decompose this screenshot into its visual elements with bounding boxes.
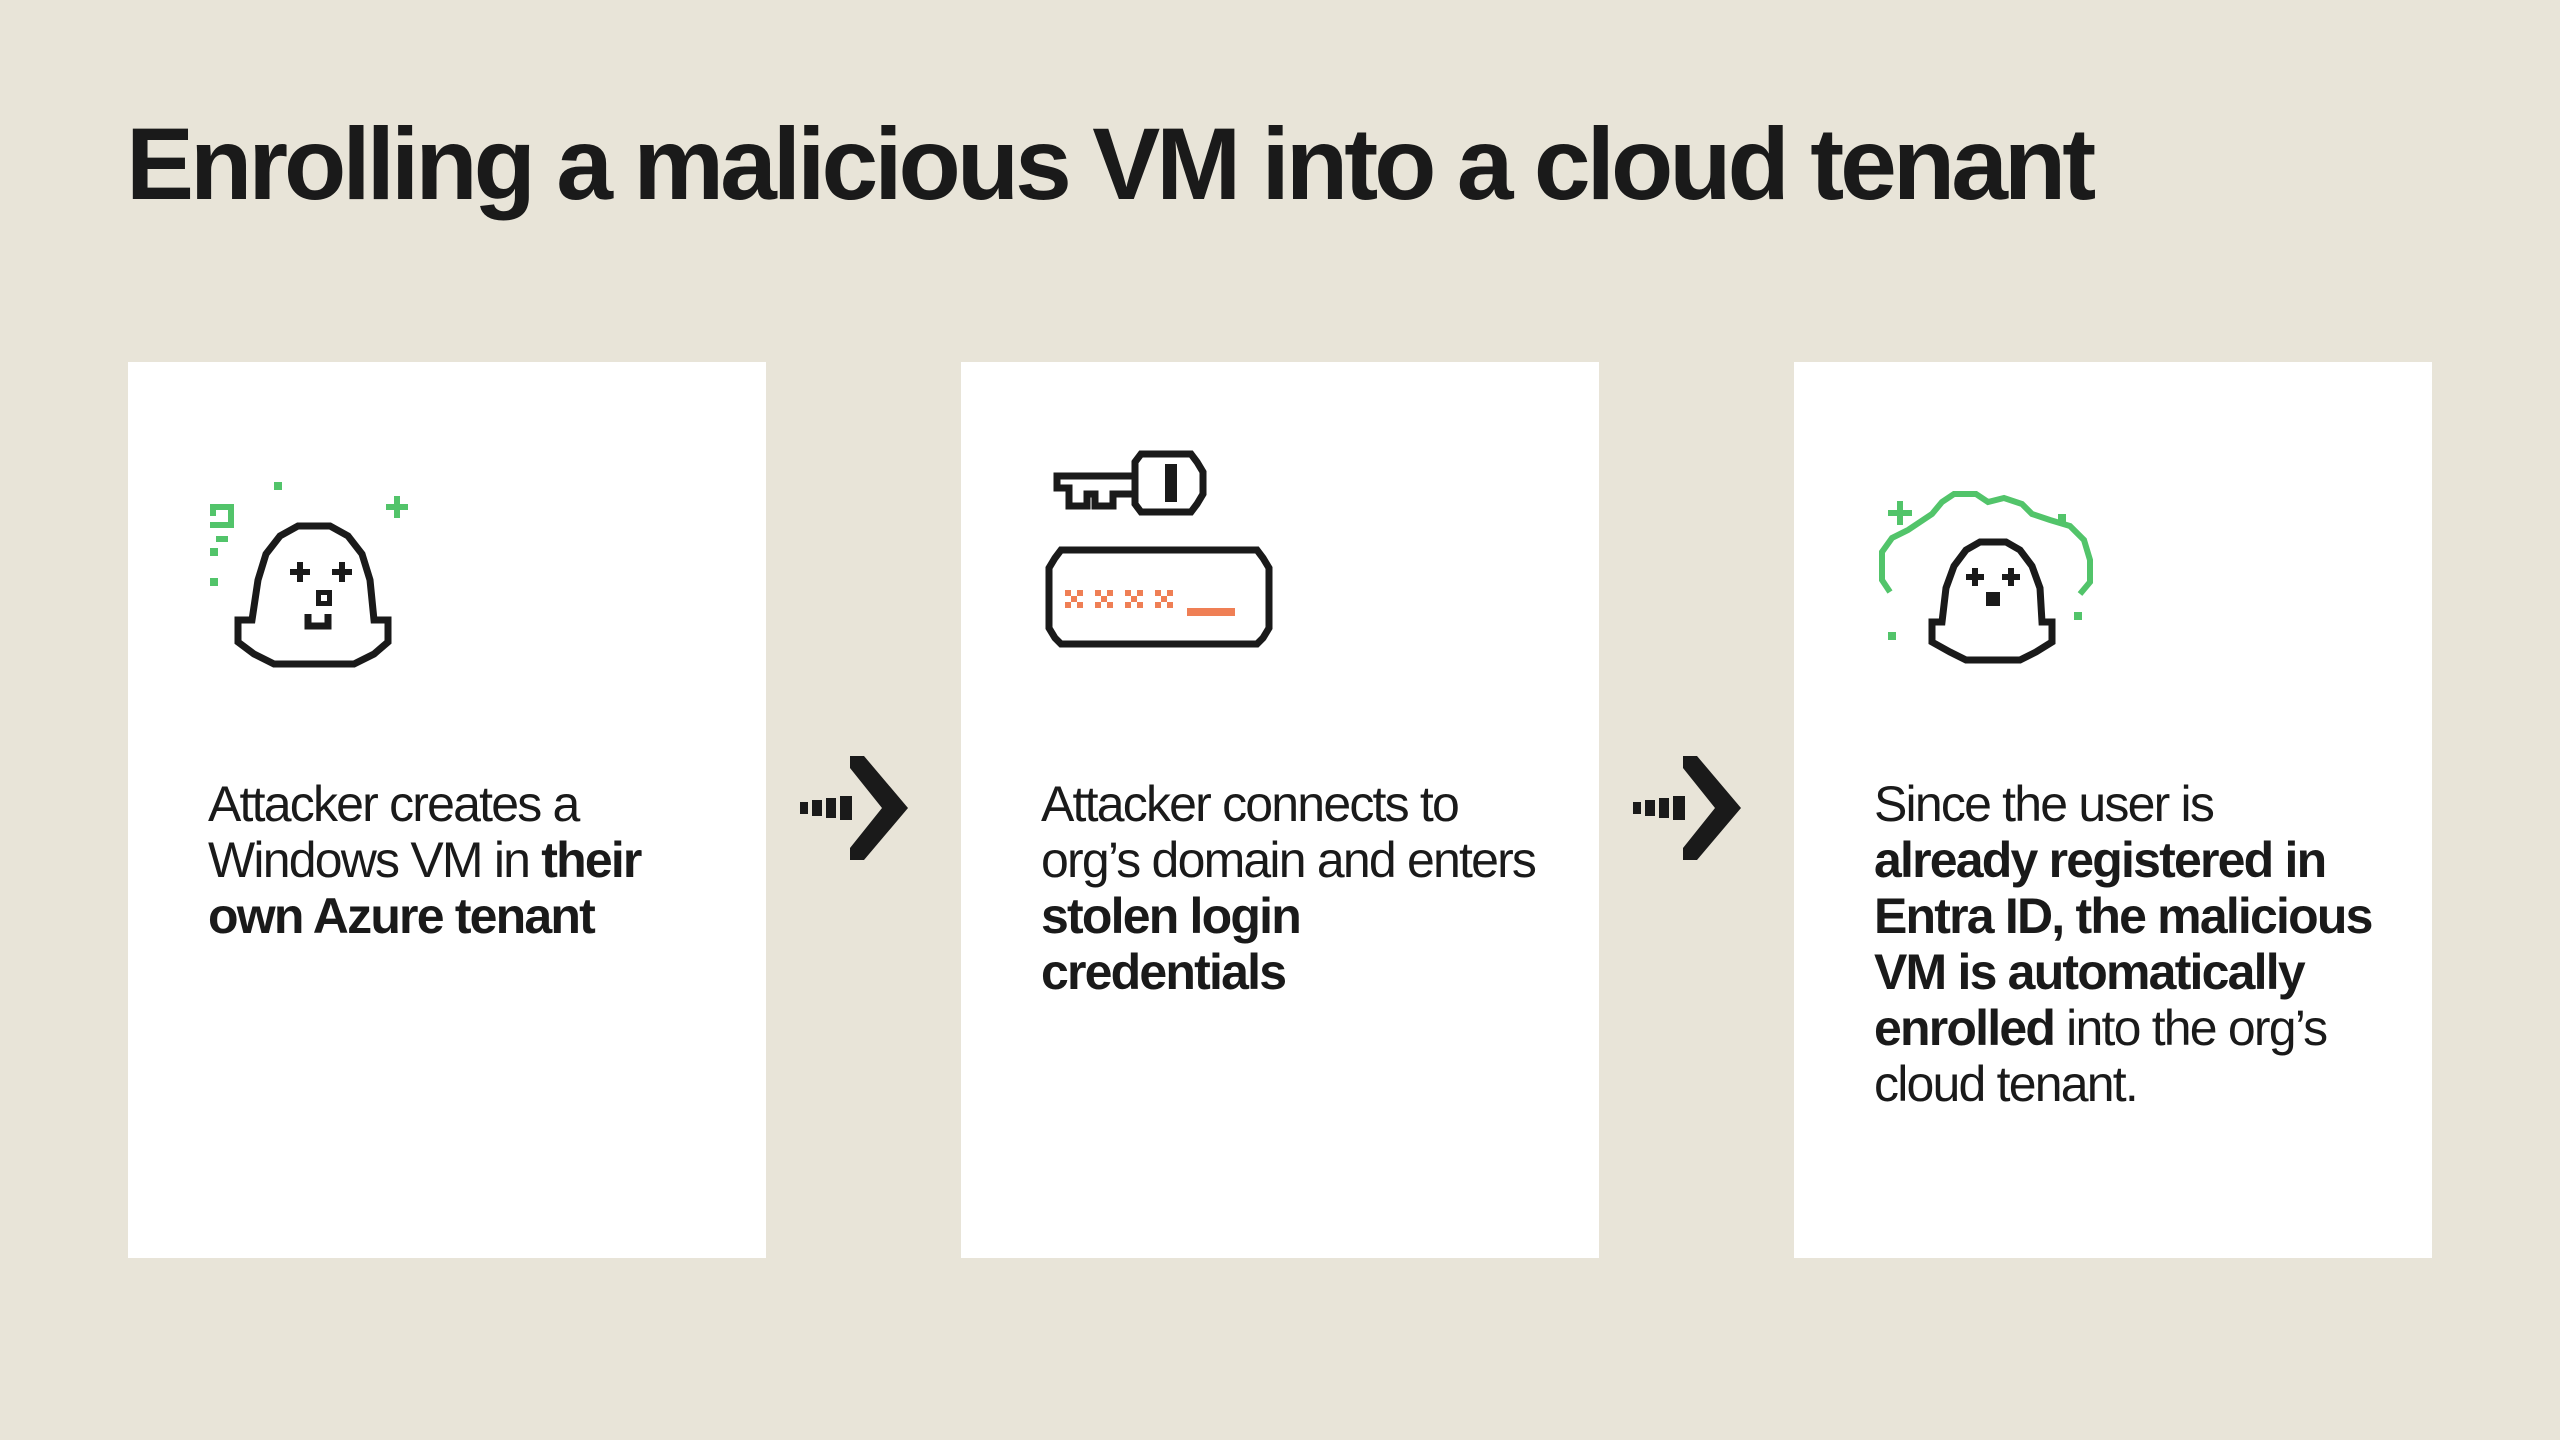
step-text: Since the user is already registered in …	[1874, 776, 2374, 1112]
arrow-right-icon	[1633, 756, 1741, 860]
ghost-in-cloud-icon	[1874, 442, 2114, 682]
step-text: Attacker creates a Windows VM in their o…	[208, 776, 708, 944]
step-card-2: Attacker connects to org’s domain and en…	[961, 362, 1599, 1258]
page-title: Enrolling a malicious VM into a cloud te…	[126, 107, 2096, 221]
step-text-emphasis: stolen login credentials	[1041, 888, 1302, 1000]
ghost-icon	[208, 442, 448, 682]
arrow-right-icon	[800, 756, 908, 860]
step-text: Attacker connects to org’s domain and en…	[1041, 776, 1541, 1000]
key-password-icon	[1041, 442, 1281, 682]
step-text-part: Since the user is	[1874, 776, 2215, 832]
step-text-part: into the org’s cloud tenant.	[1874, 1000, 2328, 1112]
step-card-1: Attacker creates a Windows VM in their o…	[128, 362, 766, 1258]
step-card-3: Since the user is already registered in …	[1794, 362, 2432, 1258]
step-text-emphasis: their own Azure tenant	[208, 832, 642, 944]
step-text-part: Attacker creates a Windows VM in	[208, 776, 580, 888]
step-text-part: Attacker connects to org’s domain and en…	[1041, 776, 1537, 888]
step-text-emphasis: already registered in Entra ID, the mali…	[1874, 832, 2373, 1056]
